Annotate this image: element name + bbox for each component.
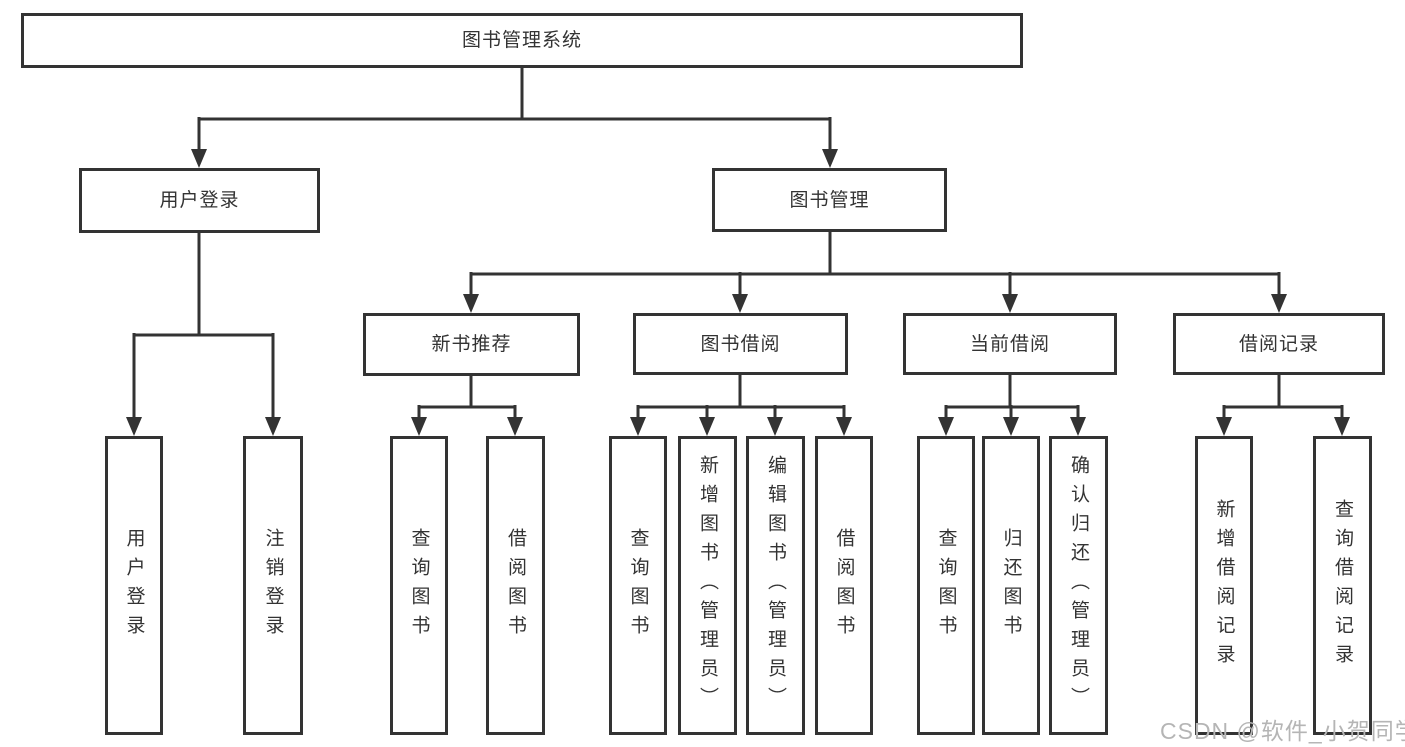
node-library-management-system: 图书管理系统: [21, 13, 1023, 68]
csdn-watermark: CSDN @软件_小贺同学: [1160, 718, 1405, 744]
leaf-bb-edit-books-admin: 编辑图书（管理员）: [746, 436, 805, 735]
node-user-login: 用户登录: [79, 168, 320, 233]
leaf-bb-borrow-books: 借阅图书: [815, 436, 873, 735]
leaf-bb-query-books: 查询图书: [609, 436, 667, 735]
node-book-borrowing: 图书借阅: [633, 313, 848, 375]
leaf-logout: 注销登录: [243, 436, 303, 735]
node-borrowing-records: 借阅记录: [1173, 313, 1385, 375]
arrowheads: [126, 149, 1350, 436]
leaf-br-add-borrow-record: 新增借阅记录: [1195, 436, 1253, 735]
connector-paths: [132, 68, 1344, 420]
leaf-bb-add-books-admin: 新增图书（管理员）: [678, 436, 737, 735]
leaf-br-query-borrow-record: 查询借阅记录: [1313, 436, 1372, 735]
leaf-cb-confirm-return-admin: 确认归还（管理员）: [1049, 436, 1108, 735]
node-new-book-recommendation: 新书推荐: [363, 313, 580, 376]
leaf-cb-return-books: 归还图书: [982, 436, 1040, 735]
leaf-user-login: 用户登录: [105, 436, 163, 735]
leaf-cb-query-books: 查询图书: [917, 436, 975, 735]
node-current-borrowing: 当前借阅: [903, 313, 1117, 375]
leaf-nb-borrow-books: 借阅图书: [486, 436, 545, 735]
node-book-management: 图书管理: [712, 168, 947, 232]
leaf-nb-query-books: 查询图书: [390, 436, 448, 735]
